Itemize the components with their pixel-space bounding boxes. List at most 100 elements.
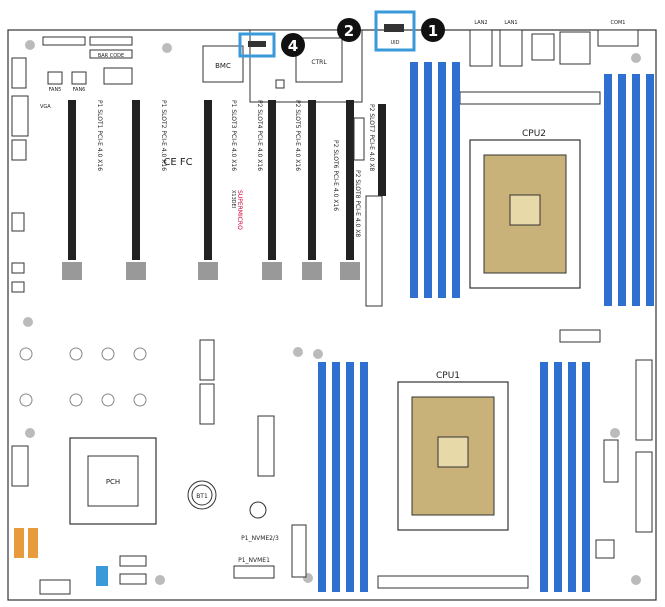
header <box>39 579 71 595</box>
fan-bar <box>459 91 601 105</box>
jumper-box <box>89 36 133 46</box>
cpu1-center <box>437 436 469 468</box>
pch-area <box>69 437 157 525</box>
lan1-label: LAN1 <box>504 20 517 26</box>
right-header <box>595 539 615 559</box>
slot-foot <box>340 262 360 280</box>
bar-code-box <box>89 49 133 59</box>
right-connector <box>603 439 619 483</box>
cpu2-center <box>509 194 541 226</box>
usb-stack <box>559 31 591 65</box>
buzzer <box>249 501 267 519</box>
standoff <box>19 347 33 361</box>
bmc-chip <box>202 45 244 83</box>
com1-label: COM1 <box>611 20 626 26</box>
left-header <box>11 262 25 274</box>
dimm <box>410 62 418 298</box>
slot-foot <box>198 262 218 280</box>
slot2-label: P1 SLOT2 PCI-E 4.0 X16 <box>160 100 167 171</box>
left-header <box>11 445 29 487</box>
vertical-connector <box>365 195 383 307</box>
small-chip <box>103 67 133 85</box>
callout-4 <box>281 33 305 57</box>
small-bar <box>559 329 601 343</box>
usb-header <box>96 566 108 586</box>
nvme23-connector <box>291 524 307 578</box>
ce-fc-mark: CE FC <box>163 157 192 168</box>
slot1-label: P1 SLOT1 PCI-E 4.0 X16 <box>96 100 103 171</box>
right-connector <box>635 451 653 533</box>
dimm <box>582 362 590 592</box>
pch-label: PCH <box>106 478 120 486</box>
bottom-bar <box>377 575 529 589</box>
sata-port <box>28 528 38 558</box>
nvme23-label: P1_NVME2/3 <box>241 535 279 542</box>
slot-feet <box>62 262 360 280</box>
uid-jumper <box>384 24 404 32</box>
dimm <box>332 362 340 592</box>
standoff <box>133 347 147 361</box>
bmc-label: BMC <box>215 62 231 70</box>
sata-port <box>14 528 24 558</box>
pcie-slot-2 <box>132 100 140 260</box>
hole <box>155 575 165 585</box>
vga-connector <box>11 95 29 137</box>
slot-foot <box>302 262 322 280</box>
pcie-slots <box>68 100 386 260</box>
slot3-label: P1 SLOT3 PCI-E 4.0 X16 <box>230 100 237 171</box>
dimm <box>318 362 326 592</box>
callout-1 <box>421 18 445 42</box>
cpu2-dimms-right <box>604 74 654 306</box>
pcie-slot-1 <box>68 100 76 260</box>
callout-4-group: 4 <box>281 33 305 57</box>
fan5-label: FAN5 <box>49 87 62 93</box>
fan-header <box>71 71 87 85</box>
callout-4-text: 4 <box>288 37 298 55</box>
cpu1-dimms-left <box>318 362 368 592</box>
dimm <box>346 362 354 592</box>
model-label: X13DEI <box>230 190 236 208</box>
slot4-label: P2 SLOT4 PCI-E 4.0 X16 <box>256 100 263 171</box>
slot-foot <box>262 262 282 280</box>
cpu2-label: CPU2 <box>522 129 546 139</box>
hole <box>23 317 33 327</box>
standoff <box>19 393 33 407</box>
com-port <box>597 29 639 47</box>
dimm <box>360 362 368 592</box>
slot7-label: P2 SLOT7 PCI-E 4.0 X8 <box>368 104 375 171</box>
pcie-slot-3 <box>204 100 212 260</box>
ctrl-label: CTRL <box>311 59 327 66</box>
hole <box>631 53 641 63</box>
cpu1-dimms-right <box>540 362 590 592</box>
left-header <box>11 212 25 232</box>
cpu2-dimms-left <box>410 62 460 298</box>
vga-label: VGA <box>40 104 51 110</box>
hole <box>293 347 303 357</box>
fan6-label: FAN6 <box>73 87 86 93</box>
nvme1-connector <box>233 565 275 579</box>
dimm <box>438 62 446 298</box>
nvme1-label: P1_NVME1 <box>238 557 270 564</box>
m2-connector <box>199 383 215 425</box>
lan2-port <box>469 29 493 67</box>
hole <box>610 428 620 438</box>
dimm <box>604 74 612 306</box>
standoff <box>69 347 83 361</box>
standoff <box>101 347 115 361</box>
standoff <box>101 393 115 407</box>
dimm <box>540 362 548 592</box>
brand-label: SUPERMICRO <box>236 190 243 230</box>
slot6-label: P2 SLOT6 PCI-E 4.0 X16 <box>332 140 339 211</box>
callout-2-text: 2 <box>344 22 354 40</box>
callout-1-group: 1 <box>421 18 445 42</box>
m2-connector <box>199 339 215 381</box>
jumper-box <box>42 36 86 46</box>
small-connector <box>353 117 365 161</box>
callout-2-group: 2 <box>337 18 361 42</box>
standoff-grid <box>19 347 147 407</box>
battery-inner <box>191 484 213 506</box>
left-header <box>11 57 27 89</box>
header <box>119 555 147 567</box>
pcie-slot-7 <box>378 104 386 196</box>
lan2-label: LAN2 <box>474 20 487 26</box>
